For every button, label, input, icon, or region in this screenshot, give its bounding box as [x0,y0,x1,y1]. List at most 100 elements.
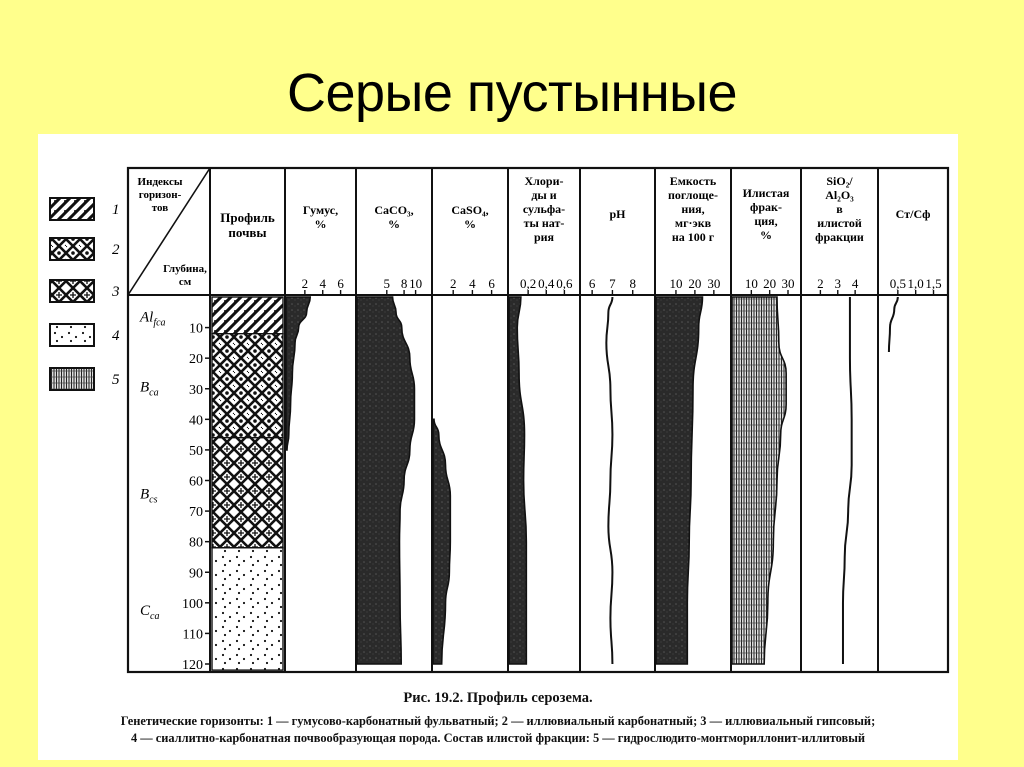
legend-number: 1 [112,202,120,218]
depth-tick-label: 110 [183,627,203,642]
axis-tick-label: 3 [835,276,842,291]
axis-tick-label: 30 [707,276,720,291]
horizon-layer [211,296,284,335]
legend-item-5: 5 [49,367,120,391]
axis-tick-label: 4 [319,276,326,291]
horizon-index: Bca [140,380,159,399]
slide-title: Серые пустынные [286,63,738,123]
horizon-Bcs: Bcs [140,436,284,549]
column-header-label: Гумус,% [303,203,338,231]
legend-swatch-dots [49,323,95,347]
axis-tick-label: 20 [763,276,776,291]
table-frame [126,166,950,674]
axis-tick-label: 4 [469,276,476,291]
axis-tick-label: 6 [589,276,596,291]
legend-item-1: 1 [49,197,120,221]
legend-swatch-vertical-grid [49,367,95,391]
depth-tick-label: 20 [189,352,203,367]
axis-tick-label: 6 [337,276,344,291]
depth-tick-label: 70 [189,505,203,520]
horizon-Cca: Cca [140,547,284,671]
depth-tick-label: 120 [182,658,203,673]
depth-tick-label: 80 [189,536,203,551]
legend-swatch-diagonal-hatch [49,197,95,221]
legend-item-3: 3 [49,279,120,303]
depth-tick-label: 40 [189,413,203,428]
axis-tick-label: 8 [629,276,636,291]
profile-area [731,296,787,665]
horizon-layer [211,547,284,671]
axis-tick-label: 6 [488,276,495,291]
legend-number: 4 [112,328,120,344]
column-header-label: pH [609,207,626,221]
depth-tick-label: 90 [189,566,203,581]
horizon-index: Bcs [140,487,158,506]
horizon-index: Alfca [139,309,166,328]
column-header-label: CaCO₃,% [374,203,413,231]
axis-tick-label: 8 [401,276,408,291]
depth-tick-label: 50 [189,444,203,459]
depth-tick-label: 30 [189,383,203,398]
profile-curve [887,296,899,353]
figure-caption-line-2: 4 — сиаллитно-карбонатная почвообразующа… [130,731,866,745]
axis-tick-label: 0,4 [538,276,555,291]
depth-tick-label: 60 [189,475,203,490]
legend-number: 2 [112,242,120,258]
profile-curve [605,296,614,665]
legend-number: 5 [112,372,120,388]
profile-area [285,296,312,451]
axis-tick-label: 0,2 [520,276,536,291]
depth-tick-label: 10 [189,322,203,337]
legend-item-2: 2 [49,237,120,261]
column-header-label: Cт/Cф [896,207,931,221]
profile-curve [841,296,853,664]
axis-tick-label: 20 [688,276,701,291]
legend-item-4: 4 [49,323,120,347]
axis-tick-label: 10 [409,276,422,291]
axis-tick-label: 0,5 [890,276,906,291]
axis-tick-label: 2 [450,276,457,291]
horizon-layer [211,436,284,549]
figure-caption-line-1: Генетические горизонты: 1 — гумусово-кар… [120,714,876,728]
axis-tick-label: 2 [302,276,309,291]
axis-tick-label: 4 [852,276,859,291]
header-depth-label: Глубина,см [163,263,207,288]
axis-tick-label: 7 [609,276,616,291]
legend-number: 3 [111,284,120,300]
axis-tick-label: 10 [745,276,758,291]
axis-tick-label: 5 [384,276,391,291]
figure-caption-title: Рис. 19.2. Профиль серозема. [403,690,593,706]
legend-swatch-diamond-lattice [49,237,95,261]
column-header-label: CaSO₄,% [451,203,488,231]
depth-tick-label: 100 [182,597,203,612]
horizon-layer [211,332,284,439]
axis-tick-label: 2 [817,276,824,291]
axis-tick-label: 30 [782,276,795,291]
axis-tick-label: 10 [669,276,682,291]
profile-area [655,296,704,665]
horizon-index: Cca [140,603,159,622]
profile-area [508,296,528,665]
legend-swatch-diamond-lattice-cross [49,279,95,303]
axis-tick-label: 0,6 [556,276,573,291]
header-diagonal [127,167,211,296]
profile-area [432,418,452,665]
horizon-Bca: Bca [140,332,284,439]
